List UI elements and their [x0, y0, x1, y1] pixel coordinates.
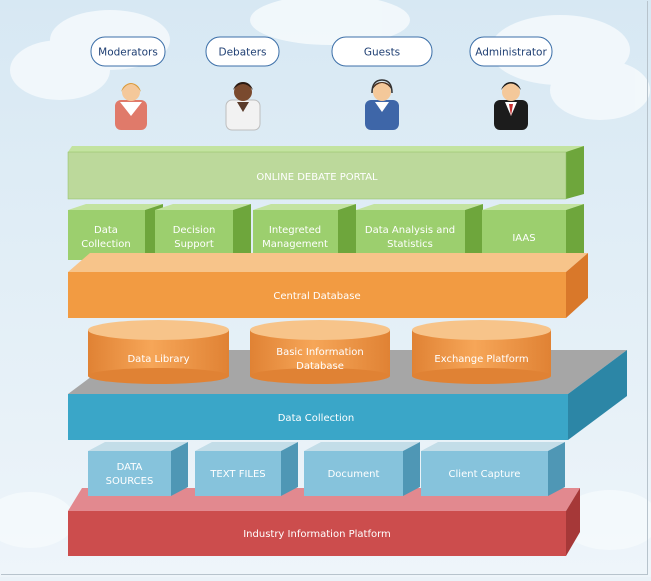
- sources-row: DATA SOURCES TEXT FILES Document Client …: [88, 442, 565, 496]
- central-database-label: Central Database: [273, 291, 360, 302]
- database-cylinders: Data Library Basic Information Database …: [88, 320, 551, 384]
- cylinder-exchange-platform: Exchange Platform: [412, 320, 551, 384]
- data-collection-label: Data Collection: [278, 413, 355, 424]
- debater-avatar-icon: [225, 82, 261, 131]
- cylinder-data-library: Data Library: [88, 320, 229, 384]
- source-line1: Document: [328, 469, 380, 480]
- role-debaters: Debaters: [205, 36, 280, 131]
- administrator-avatar-icon: [494, 82, 528, 130]
- module-line1: Decision: [173, 225, 216, 236]
- moderator-avatar-icon: [115, 83, 147, 130]
- module-data-analysis: Data Analysis and Statistics: [356, 204, 483, 260]
- source-data-sources: DATA SOURCES: [88, 442, 188, 496]
- module-data-collection: Data Collection: [68, 204, 163, 260]
- source-line1: TEXT FILES: [209, 469, 265, 480]
- module-line1: Integreted: [269, 225, 321, 236]
- module-line2: Collection: [81, 239, 130, 250]
- cylinder-basic-information-database: Basic Information Database: [250, 320, 390, 384]
- source-line1: DATA: [117, 462, 143, 473]
- source-text-files: TEXT FILES: [195, 442, 298, 496]
- source-line1: Client Capture: [449, 469, 521, 480]
- module-row: Data Collection Decision Support Integre…: [68, 204, 584, 260]
- portal-label: ONLINE DEBATE PORTAL: [256, 172, 378, 183]
- module-integreted-management: Integreted Management: [253, 204, 356, 260]
- guest-avatar-icon: [365, 79, 399, 130]
- database-line1: Data Library: [127, 354, 189, 365]
- role-label: Administrator: [475, 47, 547, 59]
- online-debate-portal-block: ONLINE DEBATE PORTAL: [67, 146, 584, 200]
- module-line2: Support: [174, 239, 214, 250]
- module-decision-support: Decision Support: [155, 204, 251, 260]
- role-label: Moderators: [98, 47, 158, 59]
- module-line1: Data Analysis and: [365, 225, 455, 236]
- role-guests: Guests: [331, 36, 433, 130]
- database-line1: Exchange Platform: [434, 354, 528, 365]
- source-document: Document: [304, 442, 420, 496]
- source-line2: SOURCES: [106, 476, 154, 487]
- role-administrator: Administrator: [469, 36, 553, 130]
- module-line1: IAAS: [512, 233, 535, 244]
- database-line1: Basic Information: [276, 347, 364, 358]
- source-client-capture: Client Capture: [421, 442, 565, 496]
- module-line1: Data: [94, 225, 118, 236]
- role-label: Debaters: [218, 47, 266, 59]
- module-line2: Management: [262, 239, 328, 250]
- role-moderators: Moderators: [90, 36, 166, 130]
- database-line2: Database: [296, 361, 344, 372]
- module-line2: Statistics: [387, 239, 433, 250]
- industry-platform-label: Industry Information Platform: [243, 529, 391, 540]
- role-label: Guests: [364, 47, 400, 59]
- module-iaas: IAAS: [482, 204, 584, 260]
- central-database-block: Central Database: [68, 253, 588, 318]
